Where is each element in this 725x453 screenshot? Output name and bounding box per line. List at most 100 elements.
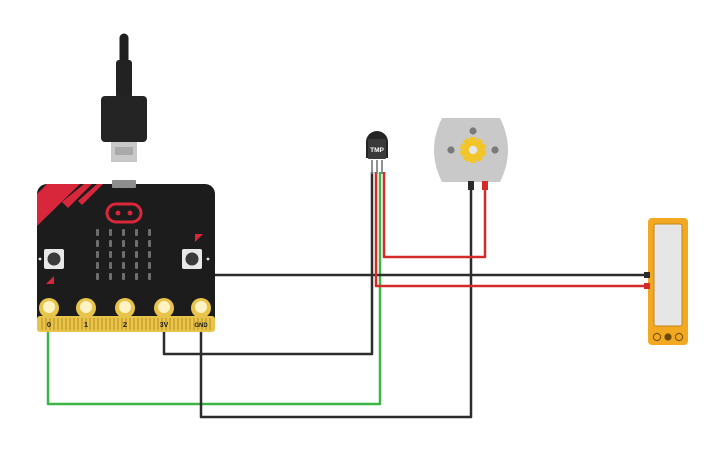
edge-tooth [161,318,163,330]
wire-green-pin0-sensor[interactable] [46,172,382,406]
edge-tooth [149,318,151,330]
edge-tooth [41,318,43,330]
wire-red-sensor-battery[interactable] [374,172,648,288]
motor-terminal-pos [482,181,488,190]
sensor-label: TMP [370,147,384,154]
led-4-3 [135,273,138,280]
edge-tooth [145,318,147,330]
led-3-2 [122,262,125,269]
edge-tooth [181,318,183,330]
edge-tooth [77,318,79,330]
edge-tooth [157,318,159,330]
temperature-sensor[interactable]: TMP [366,131,388,174]
edge-tooth [53,318,55,330]
led-2-0 [96,251,99,258]
edge-tooth [125,318,127,330]
led-0-3 [135,229,138,236]
button-b-cap [185,252,199,266]
led-1-3 [135,240,138,247]
edge-tooth [141,318,143,330]
edge-tooth [153,318,155,330]
wire-black-3v-sensor[interactable] [162,172,374,356]
edge-tooth [45,318,47,330]
edge-tooth [101,318,103,330]
microbit-board[interactable]: 0 1 2 3V GND [37,180,215,332]
button-b-side-dot [206,257,210,261]
edge-tooth [113,318,115,330]
led-2-3 [135,251,138,258]
dc-motor[interactable] [434,118,508,190]
pin-pads[interactable] [39,298,211,318]
wire-red-sensor-motor[interactable] [382,172,487,259]
edge-tooth [121,318,123,330]
wire-black-gnd-motor[interactable] [199,190,473,419]
edge-tooth [189,318,191,330]
led-2-2 [122,251,125,258]
edge-tooth [137,318,139,330]
edge-tooth [105,318,107,330]
sensor-face [368,139,386,159]
edge-connector [37,316,215,332]
led-4-2 [122,273,125,280]
battery-button-right[interactable] [674,332,684,342]
edge-tooth [97,318,99,330]
led-0-2 [122,229,125,236]
battery-terminal-pos [644,283,650,289]
led-4-0 [96,273,99,280]
led-3-4 [148,262,151,269]
edge-tooth [65,318,67,330]
edge-tooth [185,318,187,330]
edge-tooth [133,318,135,330]
led-0-4 [148,229,151,236]
pin-hole-3 [158,301,170,313]
pin-hole-0 [43,301,55,313]
battery-cell [653,223,683,327]
edge-tooth [193,318,195,330]
edge-tooth [169,318,171,330]
pin-hole-4 [195,301,207,313]
triangle-marker-icon [46,276,54,284]
led-1-1 [109,240,112,247]
battery-pack-icon[interactable] [644,218,688,345]
led-3-3 [135,262,138,269]
edge-tooth [165,318,167,330]
led-2-4 [148,251,151,258]
battery-terminal-neg [644,272,650,278]
led-1-2 [122,240,125,247]
microbit-logo-icon [105,202,143,224]
motor-screw-left [447,146,455,154]
edge-tooth [49,318,51,330]
pin-label-0: 0 [47,320,51,329]
edge-tooth [57,318,59,330]
edge-tooth [129,318,131,330]
edge-tooth [201,318,203,330]
button-b[interactable] [182,234,210,269]
edge-tooth [177,318,179,330]
edge-tooth [173,318,175,330]
led-4-1 [109,273,112,280]
usb-cable[interactable] [101,33,147,162]
board-usb-port [112,180,136,188]
motor-terminal-neg [468,181,474,190]
edge-tooth [69,318,71,330]
edge-tooth [205,318,207,330]
edge-connector-teeth [41,318,211,330]
board-red-stripe [37,184,80,226]
pin-hole-2 [119,301,131,313]
button-a[interactable] [38,249,64,284]
led-3-0 [96,262,99,269]
battery-button-mid[interactable] [664,333,672,341]
edge-tooth [81,318,83,330]
pin-hole-1 [80,301,92,313]
button-a-cap [47,252,61,266]
led-1-0 [96,240,99,247]
logo-dot-right [127,210,133,216]
button-a-side-dot [38,257,42,261]
battery-button-left[interactable] [652,332,662,342]
led-0-1 [109,229,112,236]
led-3-1 [109,262,112,269]
led-4-4 [148,273,151,280]
edge-tooth [93,318,95,330]
led-0-0 [96,229,99,236]
wire-black-gnd-battery[interactable] [208,273,648,318]
